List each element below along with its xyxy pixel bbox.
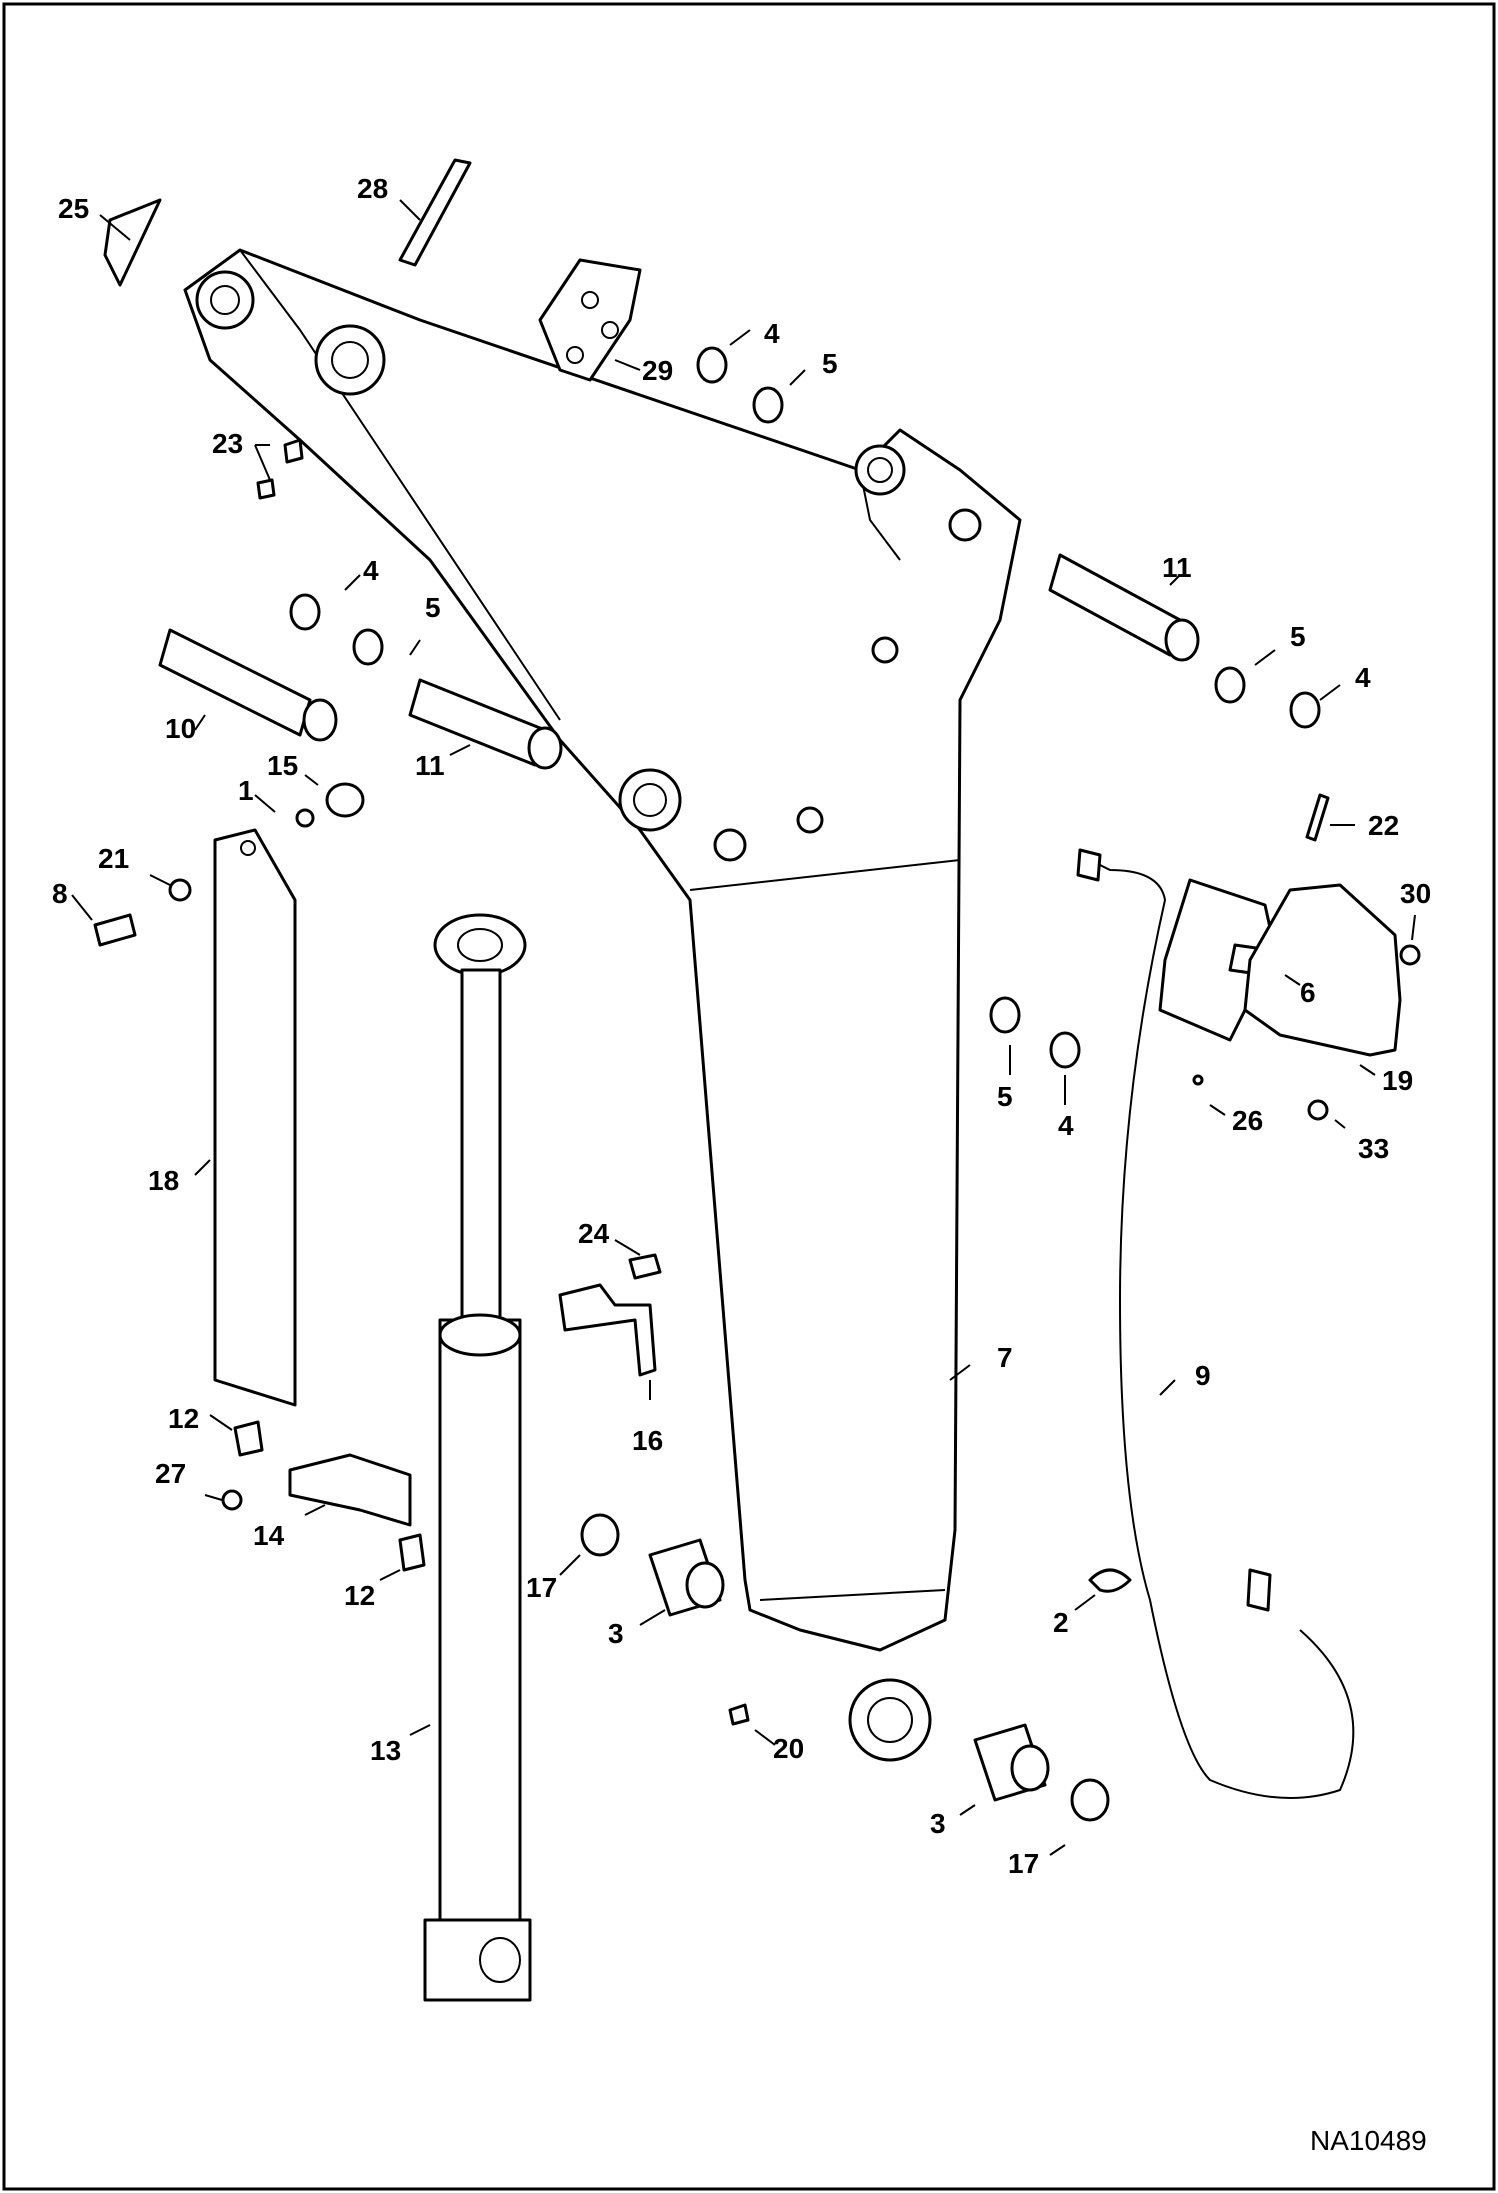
bracket-25: [103, 198, 162, 287]
callout-22: 22: [1368, 810, 1399, 841]
callout-4-right: 4: [1355, 662, 1371, 693]
callout-13: 13: [370, 1735, 401, 1766]
bolt-30: [1399, 944, 1421, 966]
pin-11-right: [1048, 553, 1200, 662]
callout-33: 33: [1358, 1133, 1389, 1164]
callout-4-left: 4: [363, 555, 379, 586]
bolt-33: [1307, 1099, 1329, 1121]
wiring-harness-9: [1076, 848, 1355, 1799]
ring-4-top: [696, 346, 728, 384]
pin-11-left: [408, 678, 563, 770]
block-12-bottom: [398, 1533, 426, 1572]
bracket-14: [288, 1453, 412, 1527]
callout-12-top: 12: [168, 1403, 199, 1434]
pin-10: [158, 628, 338, 742]
callout-5-mid: 5: [997, 1081, 1013, 1112]
plate-18: [213, 828, 297, 1407]
callout-17-bottom: 17: [1008, 1848, 1039, 1879]
drawing-reference-number: NA10489: [1310, 2125, 1427, 2156]
ring-5-mid: [989, 996, 1021, 1034]
bracket-16: [558, 1283, 657, 1377]
ring-17-bottom: [1070, 1778, 1110, 1822]
callout-20: 20: [773, 1733, 804, 1764]
bushing-3-top: [648, 1538, 725, 1617]
screw-26: [1192, 1074, 1204, 1086]
callout-29: 29: [642, 355, 673, 386]
callout-2: 2: [1053, 1607, 1069, 1638]
ring-4-left: [289, 593, 321, 631]
callout-30: 30: [1400, 878, 1431, 909]
callout-19: 19: [1382, 1065, 1413, 1096]
callout-5-right: 5: [1290, 621, 1306, 652]
callout-8: 8: [52, 878, 68, 909]
block-12-top: [233, 1420, 264, 1457]
callout-11-left: 11: [415, 750, 445, 781]
callout-5-left: 5: [425, 592, 441, 623]
callout-24: 24: [578, 1218, 610, 1249]
leader-lines: [71, 199, 1416, 1856]
clip-2: [1088, 1568, 1132, 1593]
callout-1: 1: [238, 775, 254, 806]
callout-3-top: 3: [608, 1618, 624, 1649]
ring-5-top: [752, 386, 784, 424]
plate-29: [538, 258, 642, 382]
boom-arm: [183, 248, 1022, 1762]
callout-4-mid: 4: [1058, 1110, 1074, 1141]
callout-12-bottom: 12: [344, 1580, 375, 1611]
ring-17-top: [580, 1513, 620, 1557]
pin-22: [1305, 793, 1330, 842]
callout-labels: 25 28 29 4 5 23 4 5 11 5 4 10 11 15 1 21…: [52, 173, 1431, 1879]
callout-21: 21: [98, 843, 129, 874]
callout-6: 6: [1300, 977, 1316, 1008]
callout-7: 7: [997, 1342, 1013, 1373]
callout-26: 26: [1232, 1105, 1263, 1136]
callout-11-right: 11: [1162, 552, 1192, 583]
callout-9: 9: [1195, 1360, 1211, 1391]
callout-23: 23: [212, 428, 243, 459]
blocks-23: [256, 438, 304, 500]
nut-27: [221, 1489, 243, 1511]
callout-16: 16: [632, 1425, 663, 1456]
callout-4-top: 4: [764, 318, 780, 349]
washer-21: [168, 878, 192, 902]
ring-4-right: [1289, 691, 1321, 729]
callout-28: 28: [357, 173, 388, 204]
pin-28: [398, 158, 472, 267]
bolt-24: [628, 1253, 662, 1280]
ring-5-left: [352, 628, 384, 666]
hydraulic-cylinder-13: [423, 913, 532, 2002]
fitting-20: [728, 1703, 750, 1726]
callout-27: 27: [155, 1458, 186, 1489]
callout-25: 25: [58, 193, 89, 224]
callout-15: 15: [267, 750, 298, 781]
bolt-8: [93, 913, 137, 947]
bracket-19: [1243, 883, 1402, 1057]
washer-1: [295, 808, 315, 828]
callout-14: 14: [253, 1520, 285, 1551]
ring-5-right: [1214, 666, 1246, 704]
bushing-15: [325, 782, 365, 818]
callout-17-top: 17: [526, 1572, 557, 1603]
callout-18: 18: [148, 1165, 179, 1196]
bushing-3-bottom: [973, 1723, 1050, 1802]
callout-5-top: 5: [822, 348, 838, 379]
callout-10: 10: [165, 713, 196, 744]
callout-3-bottom: 3: [930, 1808, 946, 1839]
ring-4-mid: [1049, 1031, 1081, 1069]
